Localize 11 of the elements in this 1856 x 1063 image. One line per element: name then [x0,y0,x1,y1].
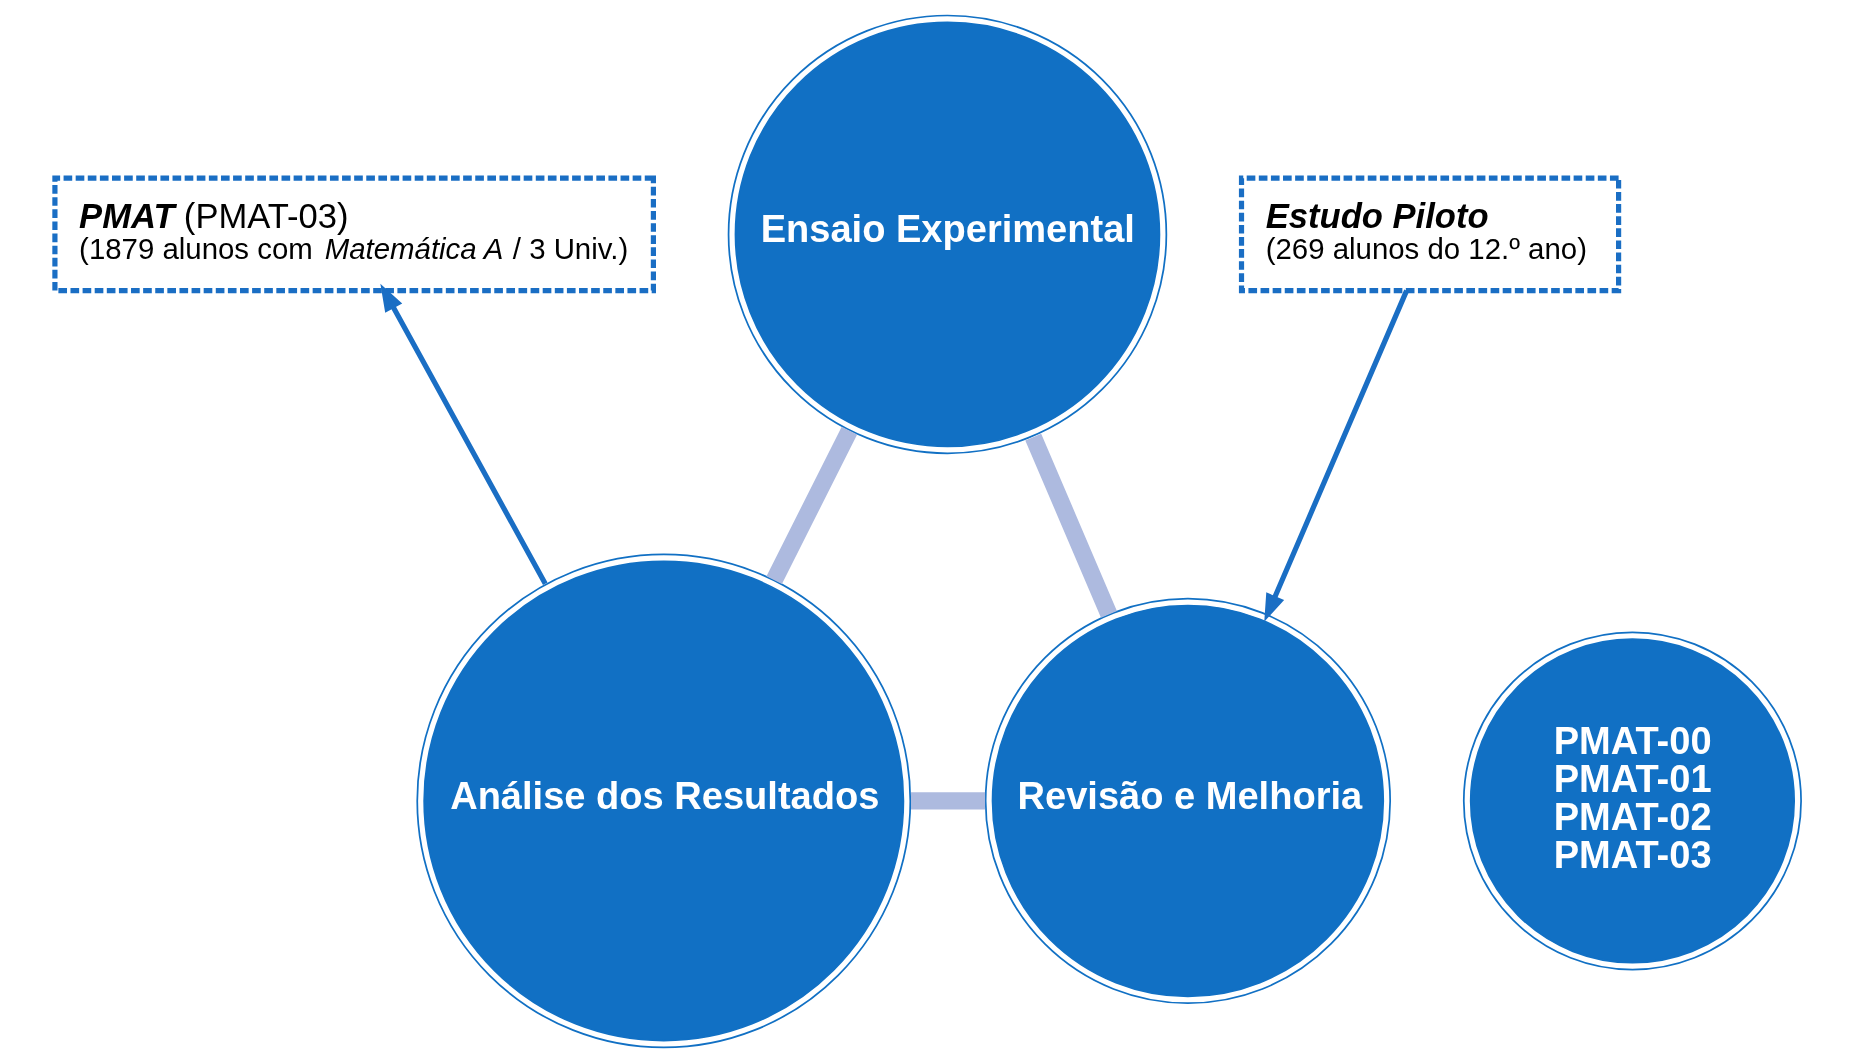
connector [1025,433,1117,618]
node-circle: Revisão e Melhoria [984,597,1392,1005]
node-circle: PMAT-00 PMAT-01 PMAT-02 PMAT-03 [1462,631,1802,971]
node-box: PMAT (PMAT-03) (1879 alunos com Matemática A / 3 Univ.) [52,175,656,294]
node-box: Estudo Piloto (269 alunos do 12.º ano) [1238,175,1622,294]
arrow [1264,289,1409,622]
arrow [380,283,548,585]
connector [766,426,858,584]
node-circle: Análise dos Resultados [416,553,912,1049]
node-circle: Ensaio Experimental [727,14,1168,455]
connector [911,792,986,810]
